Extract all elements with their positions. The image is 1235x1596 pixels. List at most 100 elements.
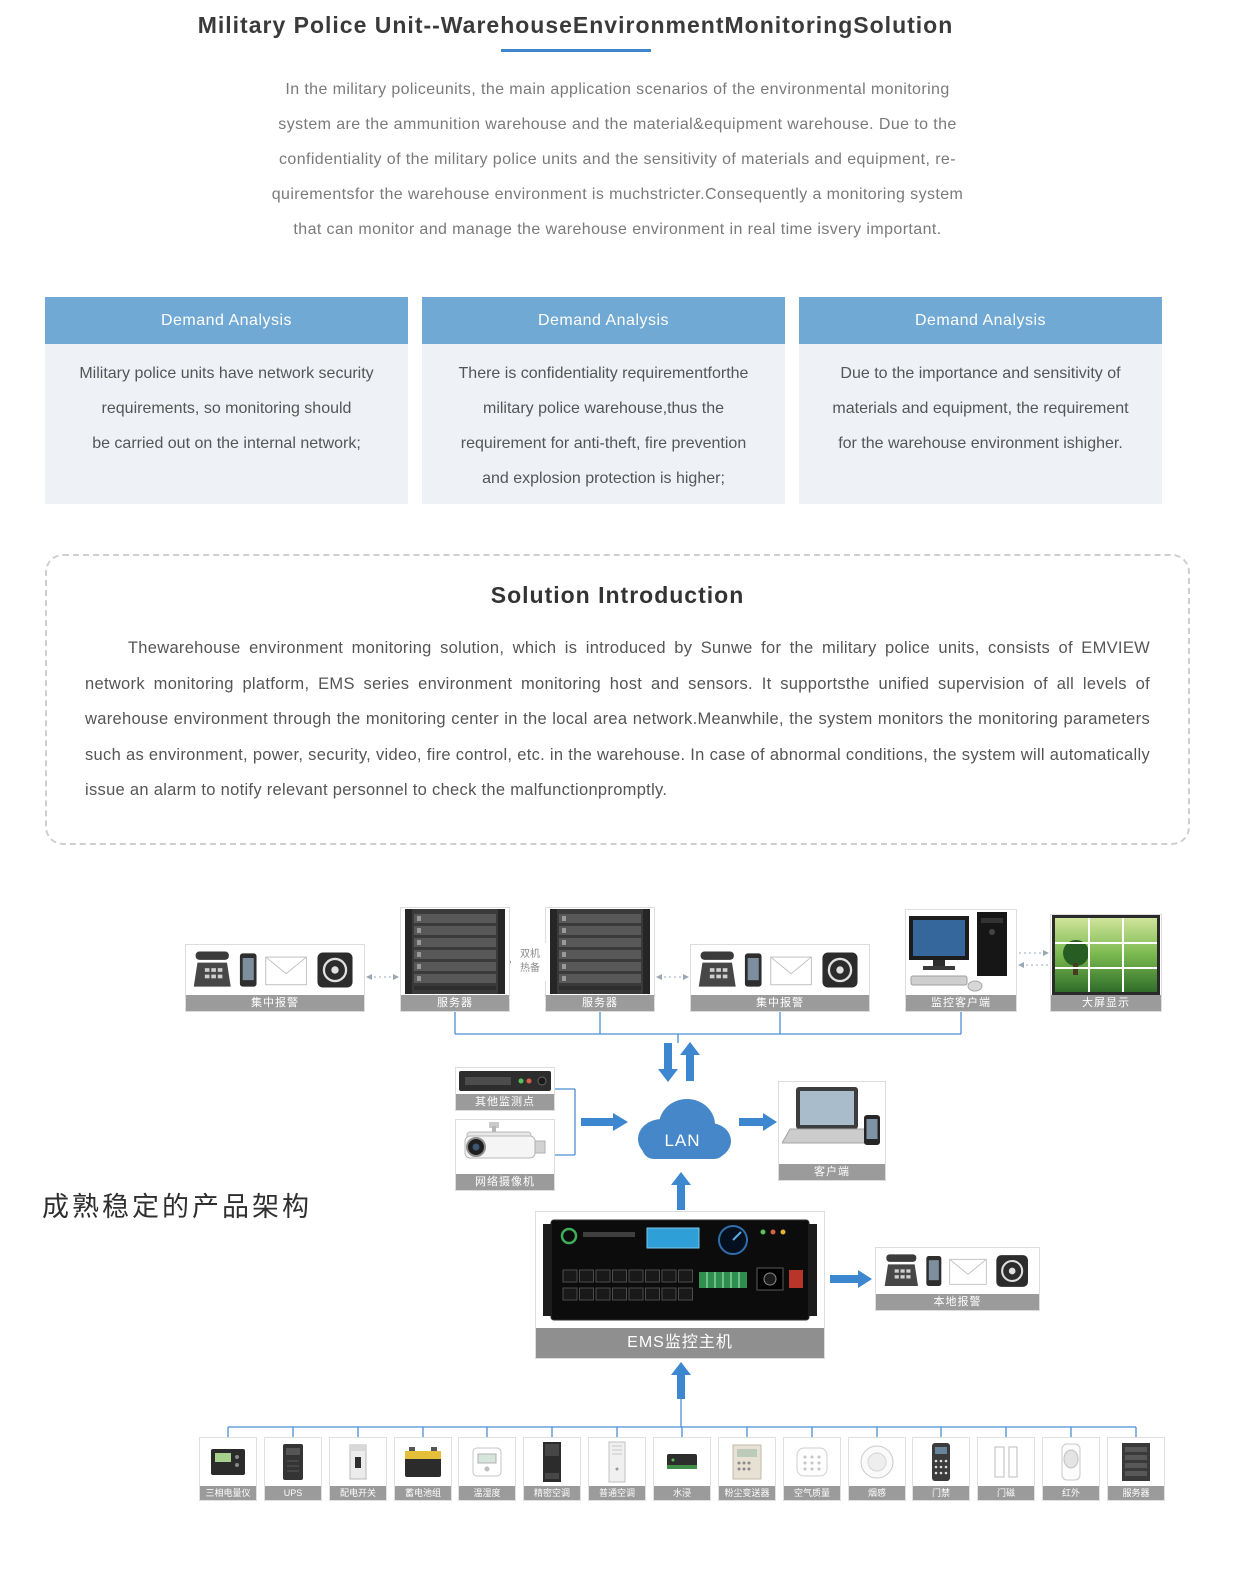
server-rack-icon — [546, 908, 654, 995]
card-line: be carried out on the internal network; — [92, 435, 361, 452]
dust-transmitter-icon — [719, 1438, 775, 1486]
sensor-label: 蓄电池组 — [395, 1485, 451, 1500]
alarm-devices-icon — [186, 945, 364, 995]
power-meter-icon — [200, 1438, 256, 1486]
smartphone-icon — [744, 952, 762, 987]
demand-card-header: Demand Analysis — [799, 297, 1162, 344]
sensor-label: 服务器 — [1108, 1485, 1164, 1500]
device-ems-host: EMS监控主机 — [535, 1210, 825, 1359]
ordinary-ac-icon — [589, 1438, 645, 1486]
device-client: 客户端 — [778, 1080, 886, 1181]
demand-card: Demand Analysis There is confidentiality… — [422, 297, 785, 504]
sensor-item: 三相电量仪 — [199, 1436, 257, 1501]
sensor-item: 普通空调 — [588, 1436, 646, 1501]
speaker-icon — [995, 1254, 1028, 1287]
card-line: There is confidentiality requirementfort… — [458, 365, 749, 382]
video-wall-icon — [1051, 914, 1161, 995]
solution-body: Thewarehouse environment monitoring solu… — [85, 639, 1150, 799]
device-local-alarm: 本地报警 — [875, 1246, 1040, 1311]
demand-card-body: There is confidentiality requirementfort… — [422, 344, 785, 504]
sensor-label: 三相电量仪 — [200, 1485, 256, 1500]
device-label: 大屏显示 — [1051, 994, 1161, 1011]
sensor-item: 蓄电池组 — [394, 1436, 452, 1501]
desk-phone-icon — [193, 951, 231, 987]
architecture-section-label: 成熟稳定的产品架构 — [42, 1191, 312, 1222]
rack-unit-icon — [456, 1068, 554, 1094]
device-label: EMS监控主机 — [536, 1327, 824, 1358]
sensor-item: 温湿度 — [458, 1436, 516, 1501]
ups-icon — [265, 1438, 321, 1486]
page-title: Military Police Unit--WarehouseEnvironme… — [197, 12, 954, 38]
envelope-icon — [948, 1258, 987, 1285]
desk-phone-icon — [698, 951, 736, 987]
card-line: Due to the importance and sensitivity of — [840, 365, 1121, 382]
speaker-icon — [317, 951, 353, 988]
card-line: for the warehouse environment ishigher. — [838, 435, 1123, 452]
page-header: Military Police Unit--WarehouseEnvironme… — [0, 0, 1235, 247]
air-quality-icon — [784, 1438, 840, 1486]
temperature-humidity-icon — [459, 1438, 515, 1486]
card-line: materials and equipment, the requirement — [832, 400, 1129, 417]
solution-introduction-section: Solution Introduction Thewarehouse envir… — [45, 554, 1190, 845]
device-central-alarm-right: 集中报警 — [690, 943, 870, 1012]
smartphone-icon — [925, 1255, 941, 1286]
device-big-screen: 大屏显示 — [1050, 913, 1162, 1012]
cloud-icon — [638, 1098, 731, 1159]
intro-line: confidentiality of the military police u… — [279, 151, 956, 168]
demand-card-body: Military police units have network secur… — [45, 344, 408, 504]
demand-card: Demand Analysis Due to the importance an… — [799, 297, 1162, 504]
intro-paragraph: In the military policeunits, the main ap… — [0, 72, 1235, 247]
device-label: 其他监测点 — [456, 1093, 554, 1110]
sensor-item: 服务器 — [1107, 1436, 1165, 1501]
smartphone-icon — [239, 952, 257, 987]
intro-line: In the military policeunits, the main ap… — [285, 81, 950, 98]
device-label: 服务器 — [546, 994, 654, 1011]
distribution-switch-icon — [330, 1438, 386, 1486]
speaker-icon — [822, 951, 858, 988]
intro-line: that can monitor and manage the warehous… — [293, 221, 942, 238]
sensor-item: 门磁 — [977, 1436, 1035, 1501]
title-underline — [500, 49, 651, 52]
card-line: Military police units have network secur… — [79, 365, 374, 382]
sensor-item: 空气质量 — [783, 1436, 841, 1501]
battery-icon — [395, 1438, 451, 1486]
device-server-right: 服务器 — [545, 906, 655, 1012]
device-label: 监控客户端 — [906, 994, 1016, 1011]
demand-card: Demand Analysis Military police units ha… — [45, 297, 408, 504]
server-rack-icon — [401, 908, 509, 995]
device-network-camera: 网络摄像机 — [455, 1118, 555, 1191]
smoke-detector-icon — [849, 1438, 905, 1486]
sensor-label: 精密空调 — [524, 1485, 580, 1500]
door-magnet-icon — [978, 1438, 1034, 1486]
architecture-diagram: 集中报警 服务器 双机热备 服务器 集中报警 监控客户端 — [0, 889, 1235, 1555]
envelope-icon — [770, 956, 812, 985]
sensor-item: 精密空调 — [523, 1436, 581, 1501]
sensor-label: 配电开关 — [330, 1485, 386, 1500]
ems-host-icon — [536, 1212, 824, 1328]
precision-ac-icon — [524, 1438, 580, 1486]
sensor-label: 水浸 — [654, 1485, 710, 1500]
device-label: 集中报警 — [691, 994, 869, 1011]
demand-analysis-section: Demand Analysis Military police units ha… — [45, 297, 1162, 504]
device-other-monitoring: 其他监测点 — [455, 1066, 555, 1111]
alarm-devices-icon — [691, 945, 869, 995]
title-block: Military Police Unit--WarehouseEnvironme… — [0, 0, 1193, 52]
sensor-item: 门禁 — [912, 1436, 970, 1501]
demand-card-header: Demand Analysis — [45, 297, 408, 344]
envelope-icon — [265, 956, 307, 985]
sensor-item: 配电开关 — [329, 1436, 387, 1501]
sensor-label: 空气质量 — [784, 1485, 840, 1500]
device-label: 网络摄像机 — [456, 1173, 554, 1190]
sensor-item: 红外 — [1042, 1436, 1100, 1501]
card-line: requirements, so monitoring should — [101, 400, 352, 417]
desk-phone-icon — [884, 1253, 918, 1286]
device-label: 客户端 — [779, 1163, 885, 1180]
sensor-label: 普通空调 — [589, 1485, 645, 1500]
demand-card-body: Due to the importance and sensitivity of… — [799, 344, 1162, 504]
server-icon — [1108, 1438, 1164, 1486]
device-server-left: 服务器 — [400, 906, 510, 1012]
sensor-item: 粉尘变送器 — [718, 1436, 776, 1501]
intro-line: system are the ammunition warehouse and … — [278, 116, 957, 133]
card-line: military police warehouse,thus the — [482, 400, 724, 417]
access-control-icon — [913, 1438, 969, 1486]
